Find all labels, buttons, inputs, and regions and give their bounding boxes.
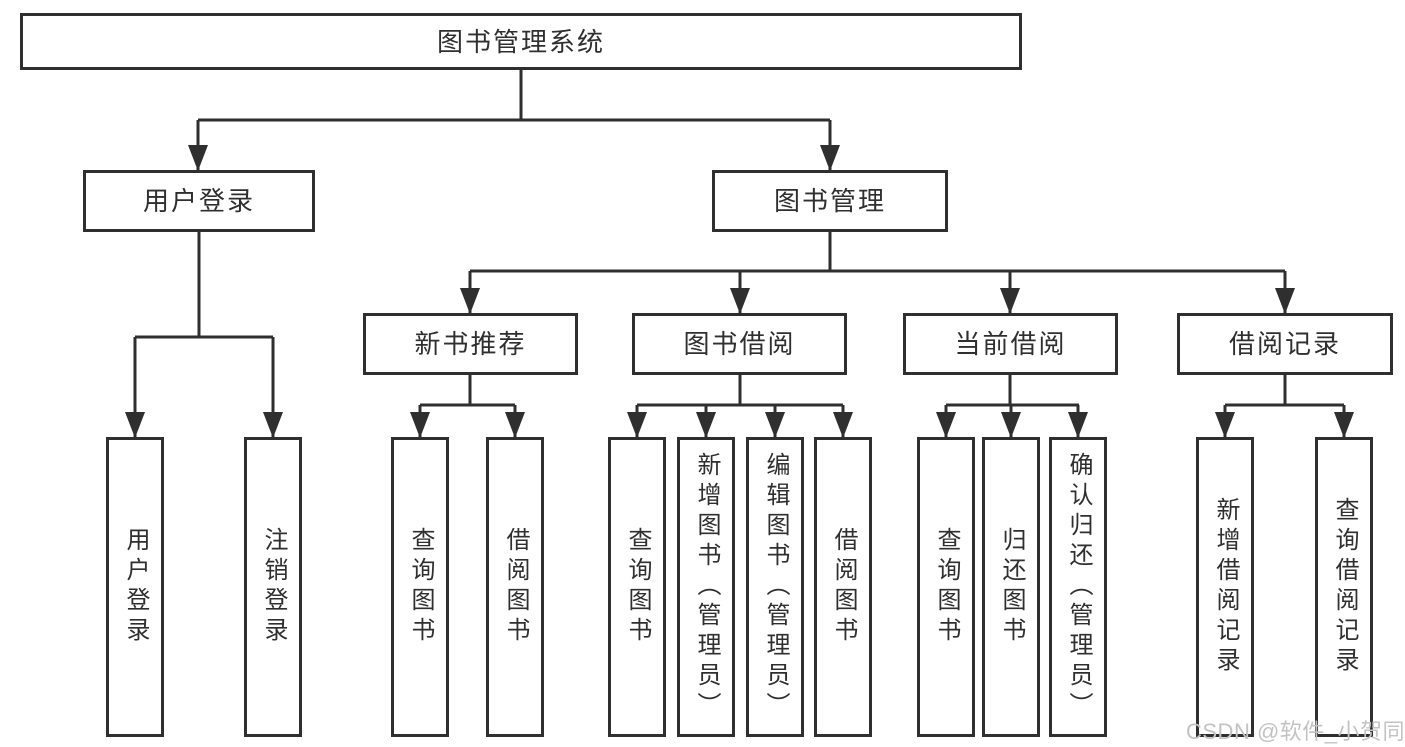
leaf-logout-login: 注销登录 bbox=[244, 437, 302, 737]
leaf-return-books: 归还图书 bbox=[982, 437, 1040, 737]
leaf-query-borrow-record: 查询借阅记录 bbox=[1315, 437, 1373, 737]
node-new-book-recommend: 新书推荐 bbox=[363, 313, 578, 375]
leaf-user-login: 用户登录 bbox=[106, 437, 164, 737]
node-book-borrow: 图书借阅 bbox=[632, 313, 847, 375]
node-book-management: 图书管理 bbox=[712, 170, 948, 232]
node-current-borrow: 当前借阅 bbox=[903, 313, 1118, 375]
leaf-query-books-1: 查询图书 bbox=[391, 437, 449, 737]
leaf-borrow-books-2: 借阅图书 bbox=[814, 437, 872, 737]
watermark: CSDN @软件_小贺同学 bbox=[1186, 719, 1405, 744]
leaf-edit-books-admin: 编辑图书（管理员） bbox=[746, 437, 804, 737]
leaf-query-books-3: 查询图书 bbox=[917, 437, 975, 737]
node-library-management-system: 图书管理系统 bbox=[20, 13, 1022, 70]
leaf-confirm-return-admin: 确认归还（管理员） bbox=[1049, 437, 1107, 737]
leaf-borrow-books-1: 借阅图书 bbox=[486, 437, 544, 737]
leaf-query-books-2: 查询图书 bbox=[608, 437, 666, 737]
leaf-add-books-admin: 新增图书（管理员） bbox=[677, 437, 735, 737]
node-user-login: 用户登录 bbox=[83, 170, 315, 232]
leaf-add-borrow-record: 新增借阅记录 bbox=[1196, 437, 1254, 737]
node-borrow-records: 借阅记录 bbox=[1177, 313, 1393, 375]
